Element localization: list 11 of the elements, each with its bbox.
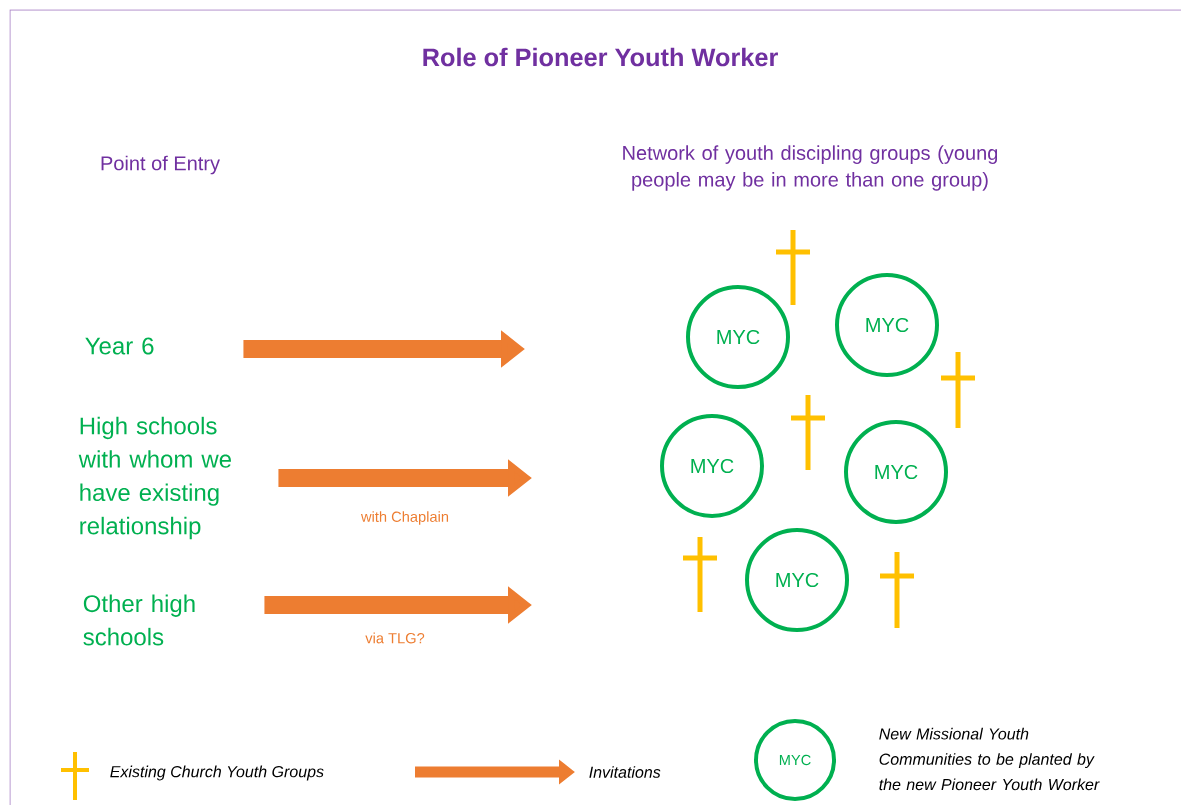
entry-point-text: Other high schools [83, 594, 195, 646]
edge-label: with Chaplain [360, 511, 449, 525]
legend-text: Invitations [589, 766, 661, 778]
entry-point-text: Year 6 [85, 337, 154, 355]
legend-text: Existing Church Youth Groups [110, 765, 324, 781]
legend-text: New Missional Youth Communities to be planted by the new Pioneer Youth Worker [879, 727, 1100, 791]
edge-label: via TLG? [365, 632, 425, 644]
entry-point-text: High schools with whom we have existing relationship [78, 416, 231, 540]
title: Role of Pioneer Youth Worker [423, 47, 778, 67]
column-heading: Network of youth discipling groups (young people may be in more than one group) [623, 145, 998, 191]
column-heading: Point of Entry [101, 155, 220, 175]
